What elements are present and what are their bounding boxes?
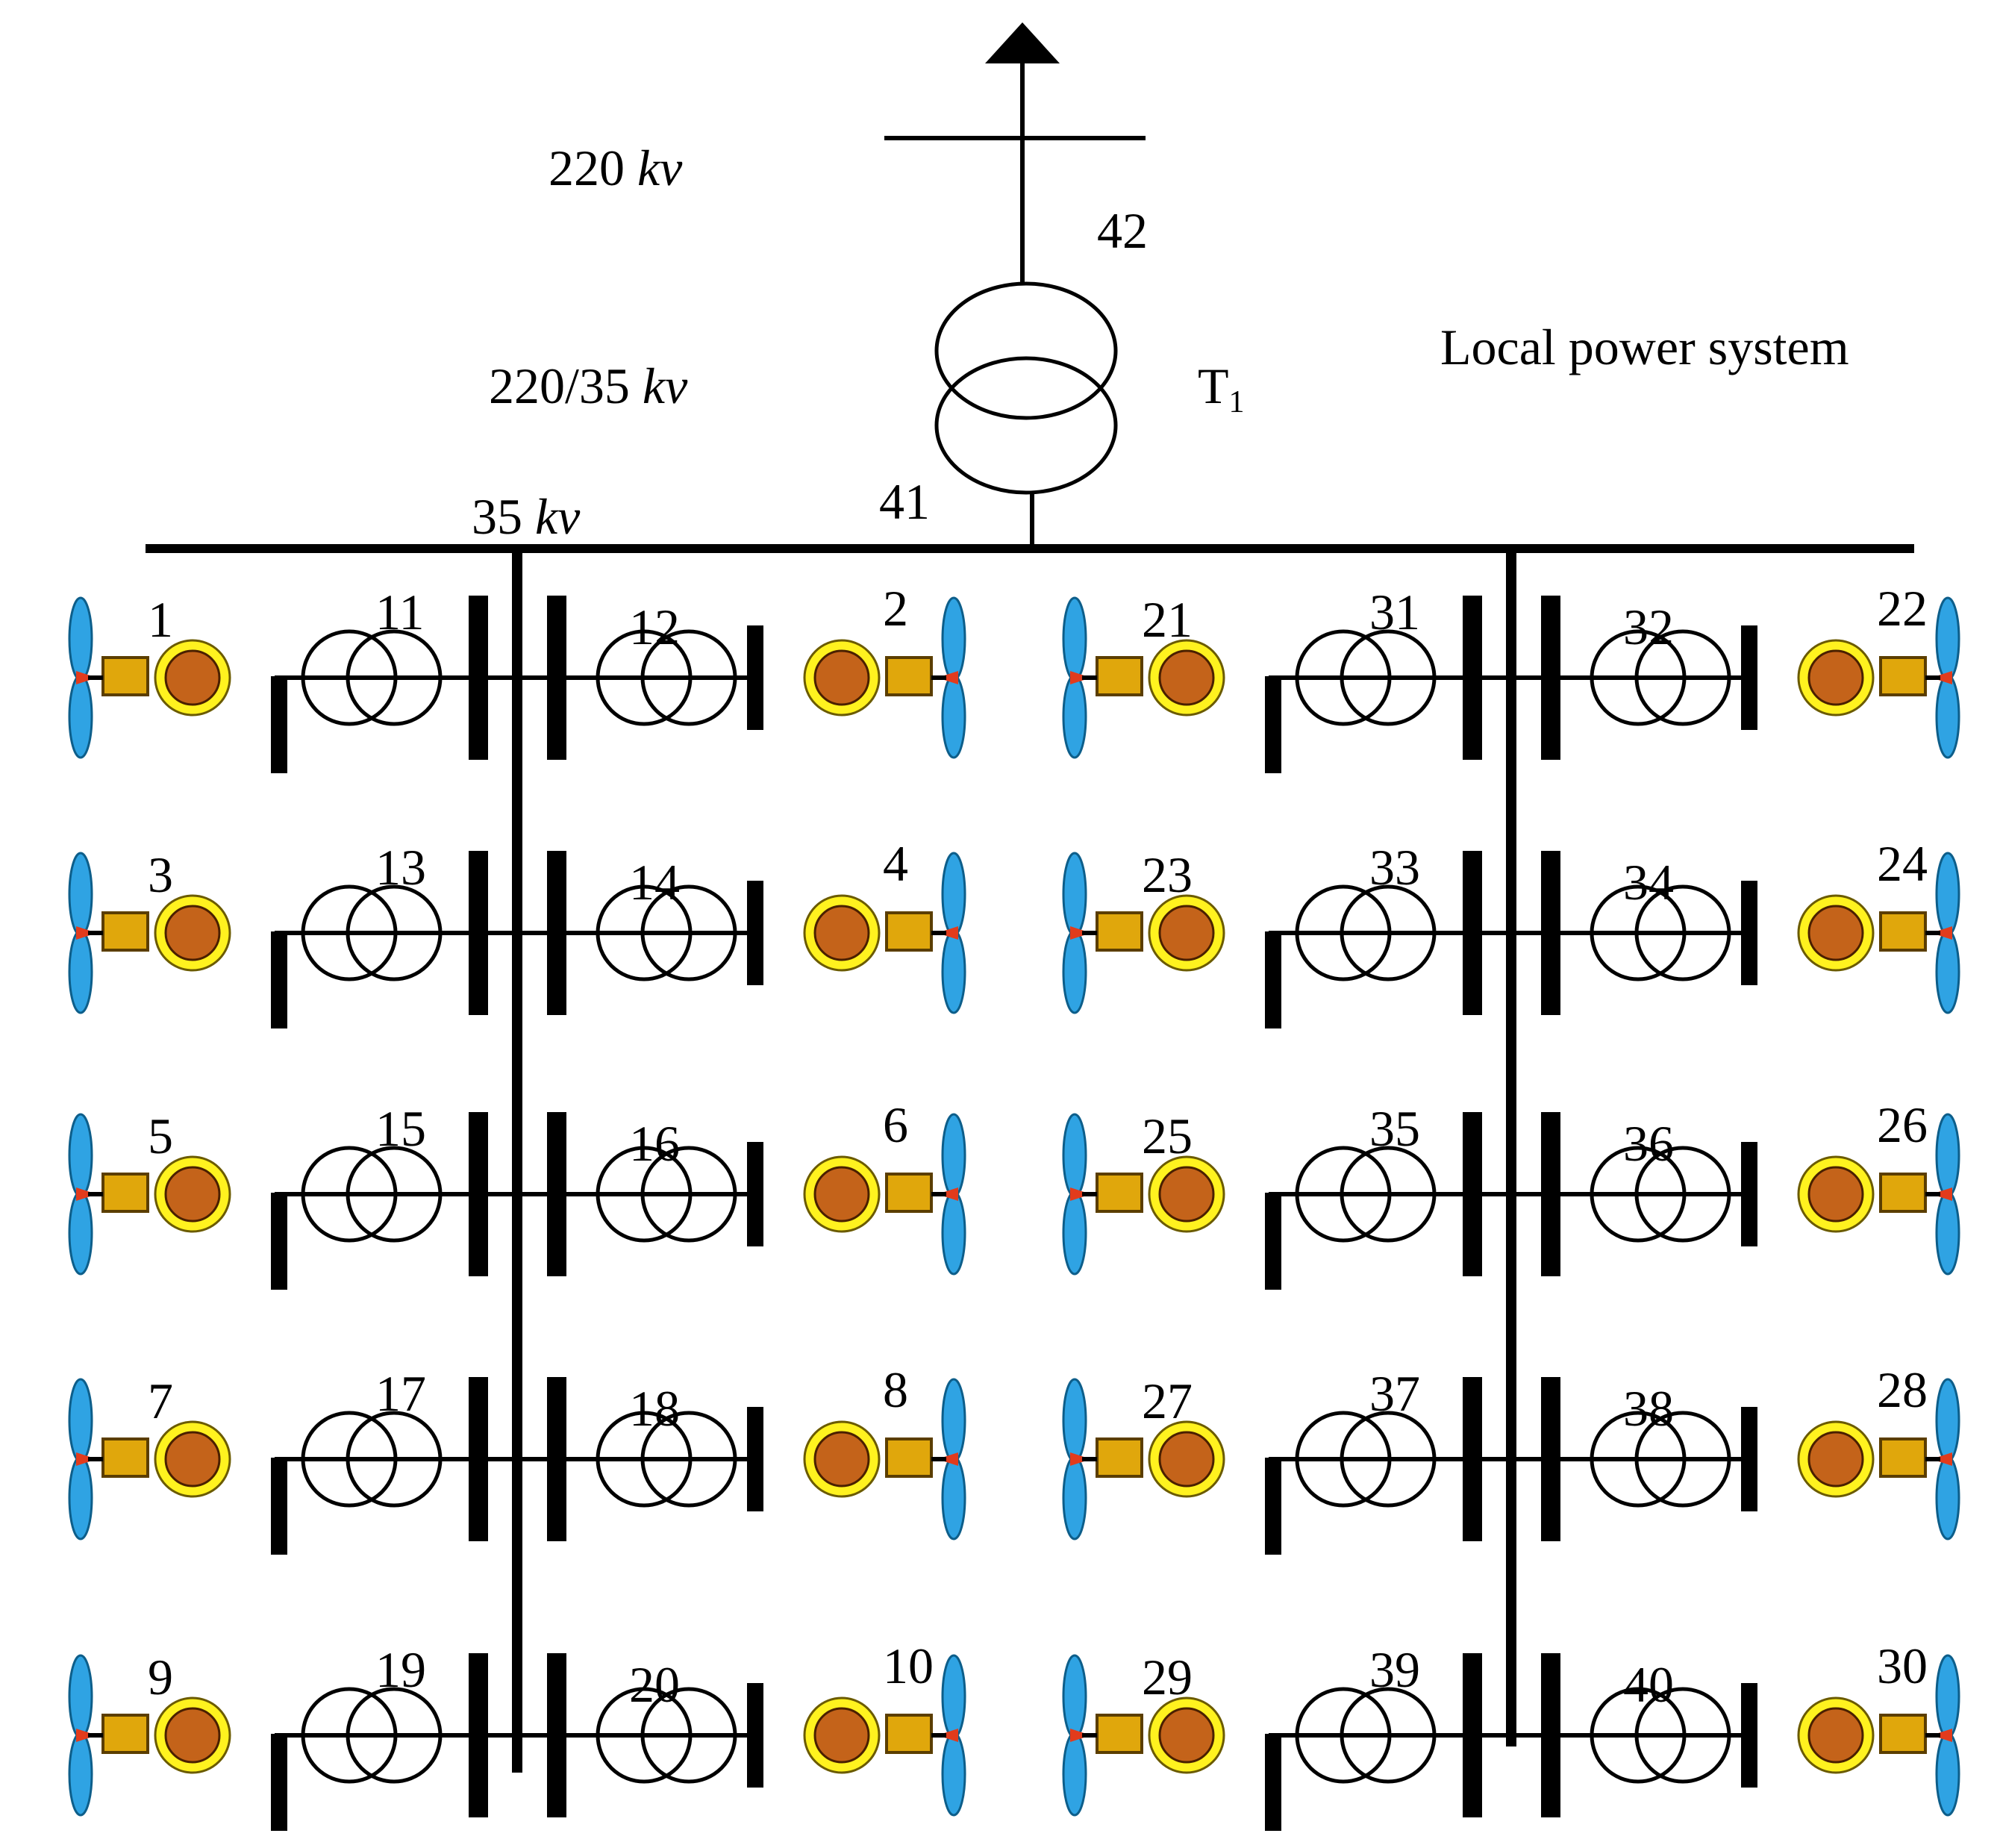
label-transformer-13: 13 <box>375 839 426 896</box>
grid-connection <box>146 22 1914 553</box>
label-transformer-40: 40 <box>1623 1656 1674 1713</box>
unit-10: 10 20 <box>517 1638 966 1817</box>
unit-27: 27 37 <box>1062 1365 1511 1555</box>
unit-25: 25 35 <box>1062 1100 1511 1290</box>
label-unit-9: 9 <box>148 1649 173 1705</box>
transformer-t1-primary <box>934 281 1118 420</box>
label-unit-28: 28 <box>1877 1361 1928 1418</box>
label-unit-2: 2 <box>883 580 908 637</box>
label-bus-42: 42 <box>1097 202 1148 259</box>
label-unit-21: 21 <box>1142 591 1193 648</box>
unit-28: 28 38 <box>1511 1361 1960 1541</box>
label-unit-25: 25 <box>1142 1108 1193 1164</box>
label-t1: T1 <box>1198 358 1245 419</box>
unit-8: 8 18 <box>517 1361 966 1541</box>
label-35kv: 35 kv <box>472 488 581 545</box>
label-transformer-35: 35 <box>1369 1100 1420 1157</box>
label-unit-10: 10 <box>883 1638 934 1694</box>
label-transformer-15: 15 <box>375 1100 426 1157</box>
label-transformer-16: 16 <box>629 1115 680 1172</box>
unit-7: 7 17 <box>68 1365 517 1555</box>
label-transformer-11: 11 <box>375 584 424 640</box>
label-unit-7: 7 <box>148 1373 173 1429</box>
label-transformer-34: 34 <box>1623 854 1674 911</box>
label-ratio: 220/35 kv <box>489 358 688 414</box>
unit-30: 30 40 <box>1511 1638 1960 1817</box>
unit-5: 5 15 <box>68 1100 517 1290</box>
label-unit-6: 6 <box>883 1096 908 1153</box>
label-unit-3: 3 <box>148 846 173 903</box>
top-labels: 220 kv 220/35 kv 35 kv 42 41 T1 Local po… <box>472 140 1849 545</box>
label-transformer-31: 31 <box>1369 584 1420 640</box>
label-transformer-18: 18 <box>629 1380 680 1437</box>
label-transformer-12: 12 <box>629 599 680 655</box>
label-transformer-36: 36 <box>1623 1115 1674 1172</box>
unit-2: 2 12 <box>517 580 966 760</box>
grid-arrow <box>985 22 1060 63</box>
unit-6: 6 16 <box>517 1096 966 1276</box>
unit-26: 26 36 <box>1511 1096 1960 1276</box>
label-unit-4: 4 <box>883 835 908 892</box>
unit-23: 23 33 <box>1062 839 1511 1028</box>
unit-24: 24 34 <box>1511 835 1960 1015</box>
label-unit-29: 29 <box>1142 1649 1193 1705</box>
label-unit-30: 30 <box>1877 1638 1928 1694</box>
label-220kv: 220 kv <box>549 140 683 196</box>
label-unit-8: 8 <box>883 1361 908 1418</box>
label-transformer-33: 33 <box>1369 839 1420 896</box>
label-transformer-37: 37 <box>1369 1365 1420 1422</box>
unit-9: 9 19 <box>68 1641 517 1831</box>
label-transformer-17: 17 <box>375 1365 426 1422</box>
label-unit-24: 24 <box>1877 835 1928 892</box>
label-unit-22: 22 <box>1877 580 1928 637</box>
label-unit-23: 23 <box>1142 846 1193 903</box>
unit-22: 22 32 <box>1511 580 1960 760</box>
unit-3: 3 13 <box>68 839 517 1028</box>
label-unit-27: 27 <box>1142 1373 1193 1429</box>
unit-29: 29 39 <box>1062 1641 1511 1831</box>
unit-4: 4 14 <box>517 835 966 1015</box>
label-transformer-14: 14 <box>629 854 680 911</box>
label-unit-5: 5 <box>148 1108 173 1164</box>
label-unit-1: 1 <box>148 591 173 648</box>
label-transformer-38: 38 <box>1623 1380 1674 1437</box>
unit-21: 21 31 <box>1062 584 1511 773</box>
label-transformer-39: 39 <box>1369 1641 1420 1698</box>
label-transformer-19: 19 <box>375 1641 426 1698</box>
transformer-t1-secondary <box>934 356 1118 495</box>
label-transformer-20: 20 <box>629 1656 680 1713</box>
label-transformer-32: 32 <box>1623 599 1674 655</box>
label-local-power-system: Local power system <box>1440 319 1849 375</box>
label-unit-26: 26 <box>1877 1096 1928 1153</box>
label-bus-41: 41 <box>879 473 930 530</box>
